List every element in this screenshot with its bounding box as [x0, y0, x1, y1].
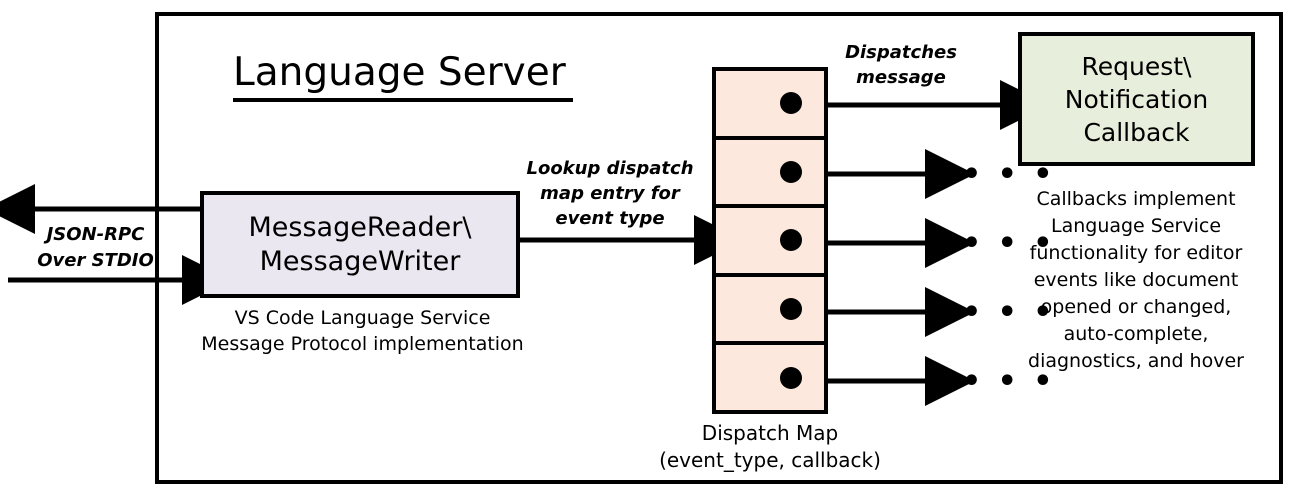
message-box-line1: MessageReader\: [248, 211, 472, 243]
ellipsis-dispatch-2: • • •: [962, 157, 1056, 192]
callback-dot-icon: [780, 366, 802, 389]
callback-dot-icon: [780, 298, 802, 321]
dispatches-label-line1: Dispatches: [845, 42, 957, 63]
dispatches-label-line2: message: [856, 67, 946, 88]
message-caption-line1: VS Code Language Service: [234, 307, 491, 329]
request-notification-callback-box[interactable]: Request\ Notification Callback: [1018, 32, 1255, 166]
lookup-label-line1: Lookup dispatch: [526, 158, 694, 179]
callback-caption-line3: functionality for editor: [1029, 242, 1243, 264]
dispatch-map-table[interactable]: [712, 67, 828, 414]
callback-dot-icon: [780, 92, 802, 115]
callback-caption-line4: events like document: [1033, 269, 1239, 291]
message-reader-writer-box[interactable]: MessageReader\ MessageWriter: [200, 191, 520, 298]
dispatch-map-row[interactable]: [716, 345, 824, 410]
dispatch-map-row[interactable]: [716, 276, 824, 346]
callback-dot-icon: [780, 160, 802, 183]
callback-box-line3: Callback: [1083, 117, 1190, 147]
callback-box-caption: Callbacks implement Language Service fun…: [1005, 186, 1267, 375]
callback-caption-line2: Language Service: [1050, 215, 1222, 237]
dispatch-map-row[interactable]: [716, 139, 824, 209]
dispatch-map-row[interactable]: [716, 71, 824, 140]
dispatch-map-caption: Dispatch Map (event_type, callback): [640, 420, 900, 474]
callback-caption-line7: diagnostics, and hover: [1028, 350, 1244, 372]
dispatch-map-caption-line2: (event_type, callback): [659, 448, 881, 472]
dispatch-map-row[interactable]: [716, 208, 824, 277]
lookup-label-line3: event type: [555, 208, 665, 229]
dispatch-map-caption-line1: Dispatch Map: [701, 421, 839, 445]
callback-caption-line1: Callbacks implement: [1036, 188, 1236, 210]
jsonrpc-channel-label: JSON-RPC Over STDIO: [28, 222, 163, 274]
jsonrpc-label-line1: JSON-RPC: [46, 224, 145, 245]
callback-caption-line6: auto-complete,: [1063, 323, 1209, 345]
lookup-dispatch-label: Lookup dispatch map entry for event type: [520, 156, 700, 231]
message-caption-line2: Message Protocol implementation: [201, 333, 524, 355]
language-server-frame: [155, 12, 1283, 484]
callback-box-line2: Notification: [1064, 84, 1209, 114]
lookup-label-line2: map entry for: [540, 183, 680, 204]
callback-box-text: Request\ Notification Callback: [1065, 50, 1208, 149]
message-box-line2: MessageWriter: [259, 245, 461, 277]
message-reader-writer-text: MessageReader\ MessageWriter: [249, 211, 472, 279]
callback-dot-icon: [780, 229, 802, 252]
page-title: Language Server: [233, 50, 573, 102]
callback-caption-line5: opened or changed,: [1040, 296, 1232, 318]
jsonrpc-label-line2: Over STDIO: [37, 250, 154, 271]
message-reader-writer-caption: VS Code Language Service Message Protoco…: [190, 305, 535, 357]
dispatches-message-label: Dispatches message: [836, 40, 966, 90]
ellipsis-dispatch-5: • • •: [962, 364, 1056, 399]
callback-box-line1: Request\: [1081, 51, 1192, 81]
